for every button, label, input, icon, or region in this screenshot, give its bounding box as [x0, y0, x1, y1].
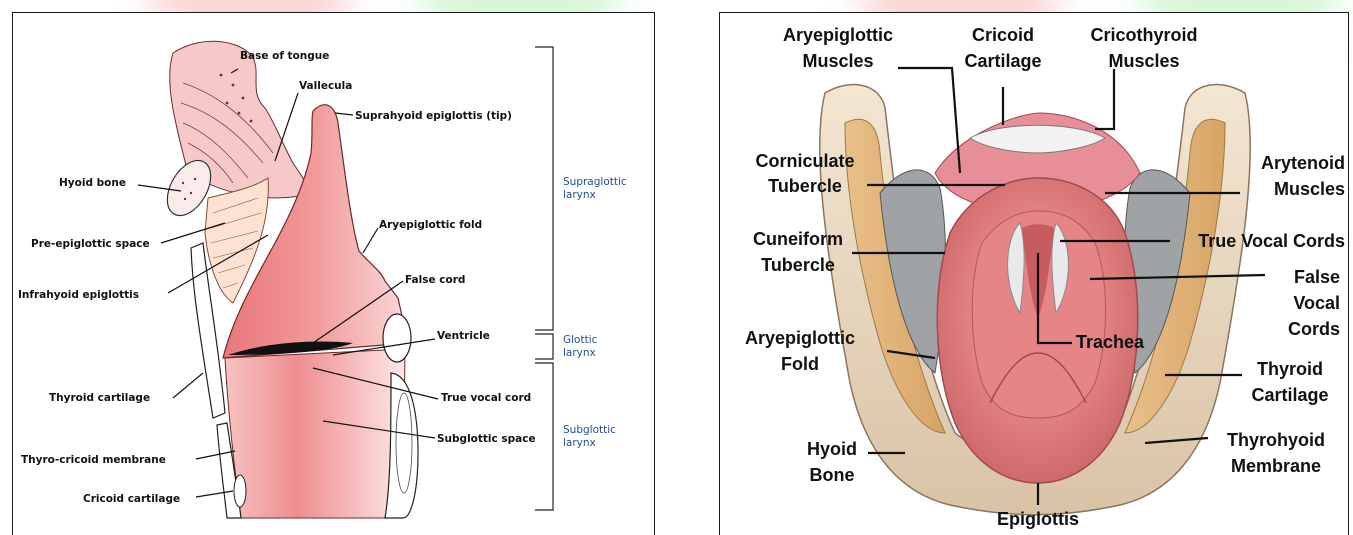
- label-true-vocal-cord: True vocal cord: [441, 392, 531, 404]
- label-suprahyoid-epiglottis: Suprahyoid epiglottis (tip): [355, 110, 512, 122]
- label-cuneiform-tubercle-line1: Cuneiform: [753, 229, 843, 249]
- label-subglottic-space: Subglottic space: [437, 433, 536, 445]
- label-vallecula: Vallecula: [299, 80, 352, 92]
- label-base-of-tongue: Base of tongue: [240, 50, 329, 62]
- region-glottic-line1: Glottic: [563, 334, 598, 346]
- label-hyoid-bone-line1: Hyoid: [807, 439, 857, 459]
- label-epiglottis: Epiglottis: [997, 509, 1079, 529]
- label-thyroid-cartilage-line1: Thyroid: [1257, 359, 1323, 379]
- label-false-vocal-cords-line3: Cords: [1288, 319, 1340, 339]
- label-cuneiform-tubercle-line2: Tubercle: [761, 255, 835, 275]
- superior-larynx-panel: Aryepiglottic Muscles Cricoid Cartilage …: [719, 12, 1349, 535]
- label-arytenoid-muscles-line2: Muscles: [1274, 179, 1345, 199]
- label-thyroid-cartilage-line2: Cartilage: [1251, 385, 1328, 405]
- sagittal-larynx-diagram: Base of tongue Vallecula Suprahyoid epig…: [13, 13, 655, 535]
- label-aryepiglottic-muscles-line2: Muscles: [802, 51, 873, 71]
- label-thyrohyoid-membrane-line2: Membrane: [1231, 456, 1321, 476]
- label-aryepiglottic-fold: Aryepiglottic fold: [379, 219, 482, 231]
- label-thyrohyoid-membrane-line1: Thyrohyoid: [1227, 430, 1325, 450]
- label-arytenoid-muscles-line1: Arytenoid: [1261, 153, 1345, 173]
- arytenoid-cartilage-shape: [383, 314, 411, 362]
- label-cricoid-cartilage: Cricoid cartilage: [83, 493, 180, 505]
- sagittal-larynx-panel: Base of tongue Vallecula Suprahyoid epig…: [12, 12, 655, 535]
- label-pre-epiglottic-space: Pre-epiglottic space: [31, 238, 150, 250]
- label-aryepiglottic-muscles-line1: Aryepiglottic: [783, 25, 893, 45]
- label-false-vocal-cords-line2: Vocal: [1293, 293, 1340, 313]
- label-ventricle: Ventricle: [437, 330, 490, 342]
- label-aryepiglottic-fold-line2: Fold: [781, 354, 819, 374]
- region-glottic-line2: larynx: [563, 347, 596, 359]
- label-false-vocal-cords-line1: False: [1294, 267, 1340, 287]
- label-corniculate-tubercle-line2: Tubercle: [768, 176, 842, 196]
- label-cricothyroid-muscles-line1: Cricothyroid: [1090, 25, 1197, 45]
- label-thyro-cricoid-membrane: Thyro-cricoid membrane: [21, 454, 166, 466]
- region-subglottic-line2: larynx: [563, 437, 596, 449]
- label-hyoid-bone-line2: Bone: [810, 465, 855, 485]
- label-false-cord: False cord: [405, 274, 465, 286]
- label-aryepiglottic-fold-line1: Aryepiglottic: [745, 328, 855, 348]
- region-subglottic-line1: Subglottic: [563, 424, 616, 436]
- subglottic-shape: [225, 349, 405, 518]
- label-cricoid-cartilage-line1: Cricoid: [972, 25, 1034, 45]
- label-infrahyoid-epiglottis: Infrahyoid epiglottis: [18, 289, 139, 301]
- label-trachea: Trachea: [1076, 332, 1145, 352]
- superior-larynx-diagram: Aryepiglottic Muscles Cricoid Cartilage …: [720, 13, 1349, 535]
- label-true-vocal-cords: True Vocal Cords: [1198, 231, 1345, 251]
- label-corniculate-tubercle-line1: Corniculate: [755, 151, 854, 171]
- label-thyroid-cartilage: Thyroid cartilage: [49, 392, 150, 404]
- label-hyoid-bone: Hyoid bone: [59, 177, 126, 189]
- region-supraglottic-line2: larynx: [563, 189, 596, 201]
- label-cricothyroid-muscles-line2: Muscles: [1108, 51, 1179, 71]
- region-supraglottic-line1: Supraglottic: [563, 176, 627, 188]
- label-cricoid-cartilage-line2: Cartilage: [964, 51, 1041, 71]
- region-brackets: [535, 47, 553, 510]
